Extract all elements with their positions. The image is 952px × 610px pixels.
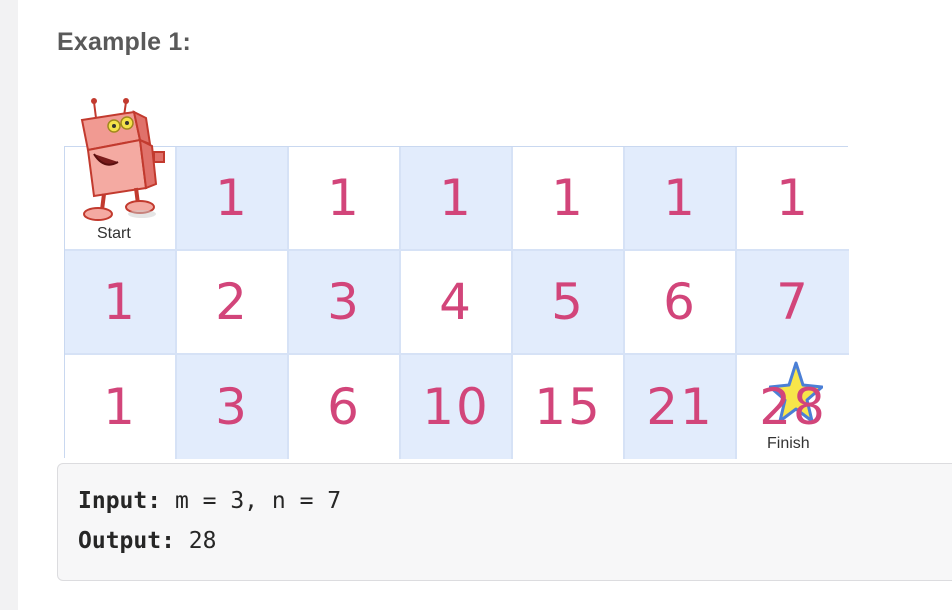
grid-cell: 1 (737, 147, 849, 251)
grid-cell-value: 1 (327, 169, 361, 227)
grid-cell: 3 (289, 251, 401, 355)
grid-cell: 10 (401, 355, 513, 459)
robot-icon (80, 98, 165, 221)
example-heading: Example 1: (57, 28, 192, 56)
grid-cell: 7 (737, 251, 849, 355)
grid-cell-value: 2 (215, 273, 249, 331)
grid-cell: 28 Finish (737, 355, 849, 459)
grid-cell-value: 6 (663, 273, 697, 331)
grid-board: Start 1 1 1 1 1 1 1 2 3 4 5 6 7 1 3 6 10… (64, 146, 849, 459)
grid-cell-value: 1 (551, 169, 585, 227)
grid-cell: 1 (177, 147, 289, 251)
grid-cell-value: 1 (215, 169, 249, 227)
grid-cell: 3 (177, 355, 289, 459)
grid-cell: 5 (513, 251, 625, 355)
grid-cell-value: 1 (103, 378, 137, 436)
input-label: Input: (78, 488, 162, 514)
input-line: Input: m = 3, n = 7 (78, 488, 341, 514)
input-value: m = 3, n = 7 (161, 488, 342, 514)
grid-cell: 1 (513, 147, 625, 251)
grid-cell-value: 7 (776, 273, 810, 331)
grid-cell-value: 1 (103, 273, 137, 331)
grid-cell: 6 (289, 355, 401, 459)
grid-cell-value: 5 (551, 273, 585, 331)
grid-cell: 2 (177, 251, 289, 355)
grid-cell: 15 (513, 355, 625, 459)
grid-cell-value: 1 (776, 169, 810, 227)
grid-cell: 1 (65, 251, 177, 355)
example-figure: Start 1 1 1 1 1 1 1 2 3 4 5 6 7 1 3 6 10… (64, 98, 849, 459)
grid-cell-value: 21 (646, 378, 714, 436)
star-icon (769, 361, 823, 423)
grid-cell-value: 10 (422, 378, 490, 436)
grid-cell: 1 (65, 355, 177, 459)
grid-cell-value: 3 (327, 273, 361, 331)
output-value: 28 (174, 528, 217, 554)
start-label: Start (97, 225, 131, 242)
grid-cell-value: 6 (327, 378, 361, 436)
grid-cell: 21 (625, 355, 737, 459)
grid-cell-value: 1 (663, 169, 697, 227)
grid-cell-value: 15 (534, 378, 602, 436)
output-label: Output: (78, 528, 175, 554)
example-code-block: Input: m = 3, n = 7 Output: 28 (57, 463, 952, 581)
left-margin-rule (0, 0, 18, 610)
grid-cell: 1 (401, 147, 513, 251)
grid-cell-value: 4 (439, 273, 473, 331)
grid-cell: 6 (625, 251, 737, 355)
grid-cell-value: 1 (439, 169, 473, 227)
grid-cell: 1 (289, 147, 401, 251)
output-line: Output: 28 (78, 528, 216, 554)
grid-cell-value: 3 (215, 378, 249, 436)
grid-cell: 1 (625, 147, 737, 251)
grid-cell: 4 (401, 251, 513, 355)
finish-label: Finish (767, 435, 810, 452)
grid-cell-value: 28 (759, 378, 827, 436)
